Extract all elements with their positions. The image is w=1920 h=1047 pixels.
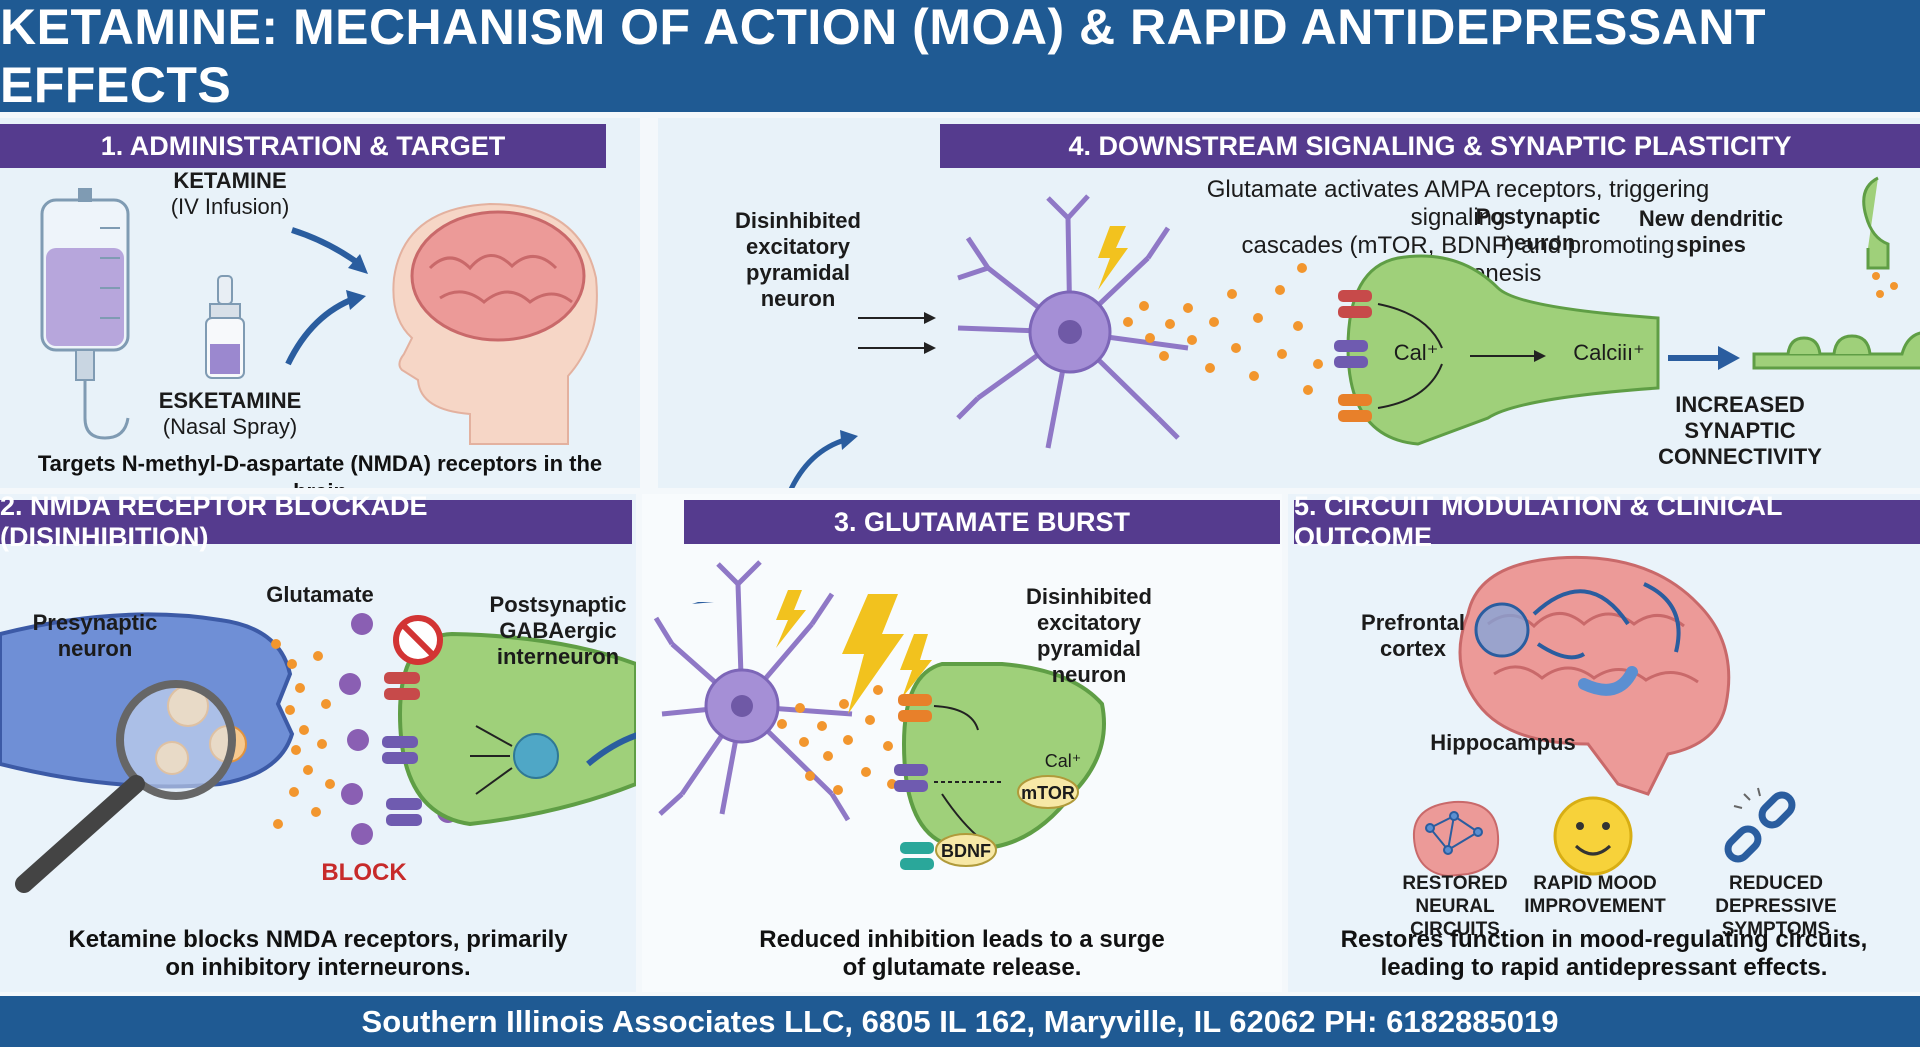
- hippocampus-label: Hippocampus: [1430, 730, 1576, 755]
- plasticity-illustration: [788, 176, 1920, 488]
- glutamate-dots: [777, 685, 897, 795]
- panel-nmda-blockade: 2. NMDA RECEPTOR BLOCKADE (DISINHIBITION…: [0, 494, 636, 992]
- ketamine-label: KETAMINE (IV Infusion): [170, 168, 290, 219]
- brain-icon: [1458, 555, 1731, 796]
- iv-bag-icon: [40, 188, 130, 440]
- pyramidal-neuron-icon: [956, 194, 1189, 449]
- ion-out-label: Calciiı⁺: [1573, 340, 1645, 365]
- mtor-node: [1017, 775, 1079, 809]
- panel-administration: 1. ADMINISTRATION & TARGET: [0, 118, 640, 488]
- nasal-spray-icon: [205, 275, 245, 379]
- smiley-icon: [1553, 796, 1633, 876]
- prefrontal-label: Prefrontal cortex: [1361, 610, 1465, 661]
- spines-label: New dendritic spines: [1638, 206, 1784, 257]
- bdnf-label: BDNF: [941, 841, 991, 861]
- lightning-icon: [842, 594, 904, 714]
- lightning-icon: [1098, 226, 1128, 290]
- outcome-mood-improvement: RAPID MOOD IMPROVEMENT: [1524, 873, 1666, 917]
- panel3-header: 3. GLUTAMATE BURST: [684, 500, 1280, 544]
- panel-downstream-signaling: 4. DOWNSTREAM SIGNALING & SYNAPTIC PLAST…: [658, 118, 1920, 488]
- glutamate-dots: [1123, 263, 1323, 395]
- panel2-header: 2. NMDA RECEPTOR BLOCKADE (DISINHIBITION…: [0, 494, 632, 552]
- head-brain-icon: [392, 202, 598, 445]
- dendritic-spines-icon: [1752, 176, 1920, 370]
- panel3-neuron-label: Disinhibited excitatory pyramidal neuron: [1026, 584, 1152, 687]
- clinical-outcome-illustration: [1412, 555, 1796, 878]
- title-bar: KETAMINE: MECHANISM OF ACTION (MOA) & RA…: [0, 0, 1920, 113]
- receptors: [1334, 290, 1372, 422]
- footer: Southern Illinois Associates LLC, 6805 I…: [0, 996, 1920, 1047]
- mtor-label: mTOR: [1021, 783, 1075, 803]
- lightning-icon: [900, 634, 932, 698]
- panel2-caption: Ketamine blocks NMDA receptors, primaril…: [68, 926, 568, 981]
- brain-network-icon: [1412, 800, 1500, 878]
- panel3-ion-label: Cal⁺: [1044, 751, 1082, 771]
- panel-clinical-outcome: 5. CIRCUIT MODULATION & CLINICAL OUTCOME: [1288, 494, 1920, 992]
- panel4-header: 4. DOWNSTREAM SIGNALING & SYNAPTIC PLAST…: [940, 124, 1920, 168]
- presynaptic-label: Presynaptic neuron: [32, 610, 158, 661]
- bdnf-node: [935, 833, 997, 867]
- connectivity-label: INCREASED SYNAPTIC CONNECTIVITY: [1658, 392, 1822, 469]
- pyramidal-neuron-icon: [653, 560, 853, 822]
- nmda-blockade-illustration: [0, 612, 636, 893]
- ion-in-label: Cal⁺: [1393, 340, 1439, 365]
- administration-illustration: [40, 188, 598, 445]
- page-title: KETAMINE: MECHANISM OF ACTION (MOA) & RA…: [0, 0, 1766, 113]
- panel-glutamate-burst: 3. GLUTAMATE BURST Disinhibited excitato…: [642, 494, 1282, 992]
- panel1-header: 1. ADMINISTRATION & TARGET: [0, 124, 606, 168]
- postsynaptic-label: Postsynaptic GABAergic interneuron: [489, 592, 627, 669]
- postsynaptic-label: Postynaptic neuron: [1475, 204, 1601, 255]
- panel3-caption: Reduced inhibition leads to a surge of g…: [759, 926, 1165, 981]
- glutamate-label: Glutamate: [266, 582, 374, 607]
- lightning-icon: [776, 590, 806, 648]
- esketamine-label: ESKETAMINE (Nasal Spray): [158, 388, 302, 439]
- panel5-caption: Restores function in mood-regulating cir…: [1340, 926, 1868, 981]
- broken-chain-icon: [1724, 787, 1796, 863]
- panel1-caption: Targets N-methyl-D-aspartate (NMDA) rece…: [37, 451, 603, 488]
- block-label: BLOCK: [321, 859, 407, 886]
- outcome-restored-circuits: RESTORED NEURAL CIRCUITS: [1402, 873, 1508, 940]
- block-icon: [393, 615, 443, 665]
- glutamate-burst-illustration: [653, 560, 1106, 870]
- magnifier-icon: [15, 680, 236, 893]
- outcome-reduced-symptoms: REDUCED DEPRESSIVE SYMPTOMS: [1715, 873, 1837, 940]
- footer-address: Southern Illinois Associates LLC, 6805 I…: [361, 1003, 1559, 1039]
- panel4-neuron-label: Disinhibited excitatory pyramidal neuron: [735, 208, 861, 311]
- glutamate-dots: [271, 639, 335, 829]
